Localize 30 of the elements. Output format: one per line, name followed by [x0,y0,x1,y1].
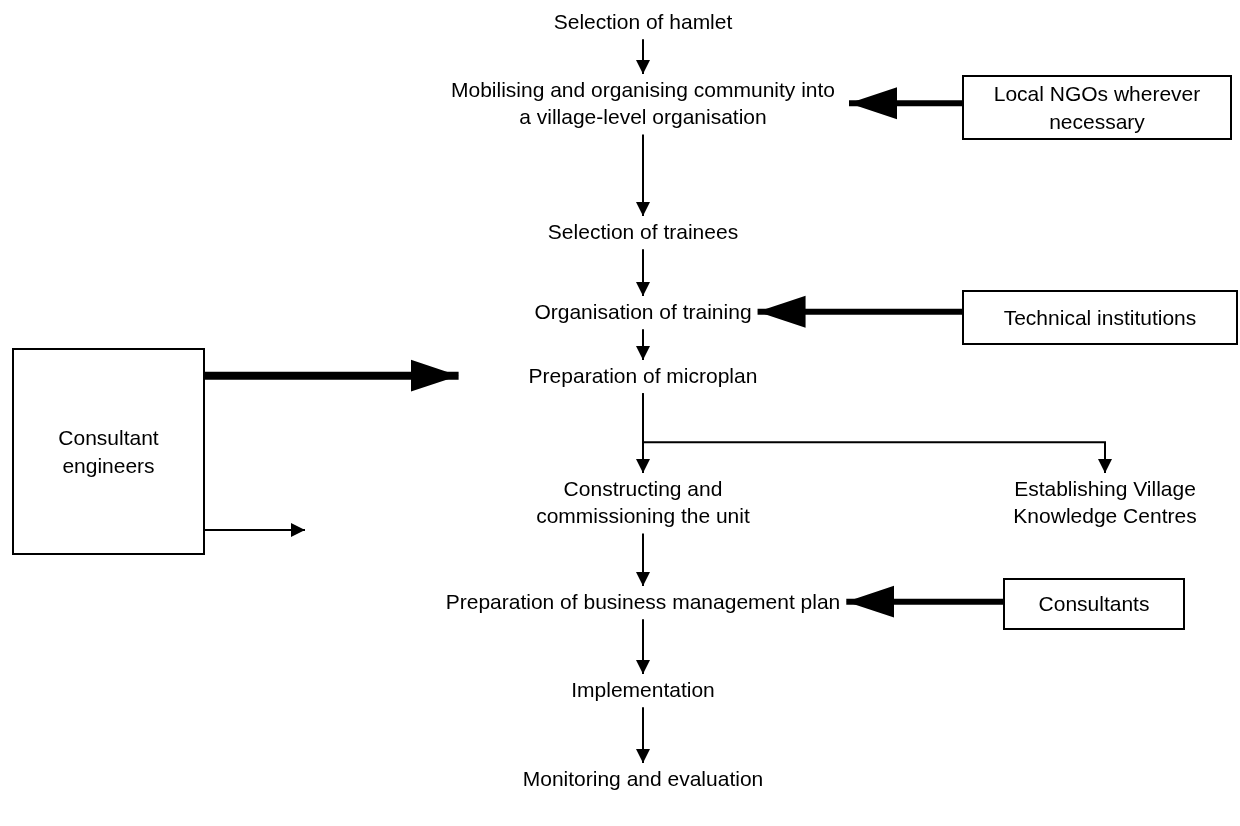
box-label: Consultants [1037,591,1151,618]
box-label: Local NGOs wherever necessary [992,81,1202,135]
arrow [642,392,1112,474]
step-text: Selection of hamlet [553,8,733,36]
box-label: Consultant engineers [57,425,160,479]
step-text: Implementation [571,676,715,704]
arrow [636,133,650,217]
arrow [636,38,650,75]
step-text: Preparation of microplan [528,362,758,390]
box-label: Technical institutions [1002,304,1198,331]
step-text: Preparation of business management plan [445,588,841,616]
step-text: Organisation of training [534,298,752,326]
step-text: Monitoring and evaluation [522,765,764,793]
actor-box [12,348,205,555]
arrow [204,523,306,537]
arrow [636,706,650,764]
arrow [757,295,962,328]
step-text: Mobilising and organising community into a village-level organisation [443,76,843,131]
arrow [636,532,650,587]
arrow [636,618,650,675]
arrow [636,248,650,297]
arrow [846,585,1003,618]
actor-box [962,75,1232,140]
actor-box [1003,578,1185,630]
step-text: Establishing Village Knowledge Centres [980,475,1230,530]
arrow [849,87,962,120]
step-text: Constructing and commissioning the unit [493,475,793,530]
arrow [636,328,650,361]
actor-box [962,290,1238,345]
step-text: Selection of trainees [547,218,739,246]
